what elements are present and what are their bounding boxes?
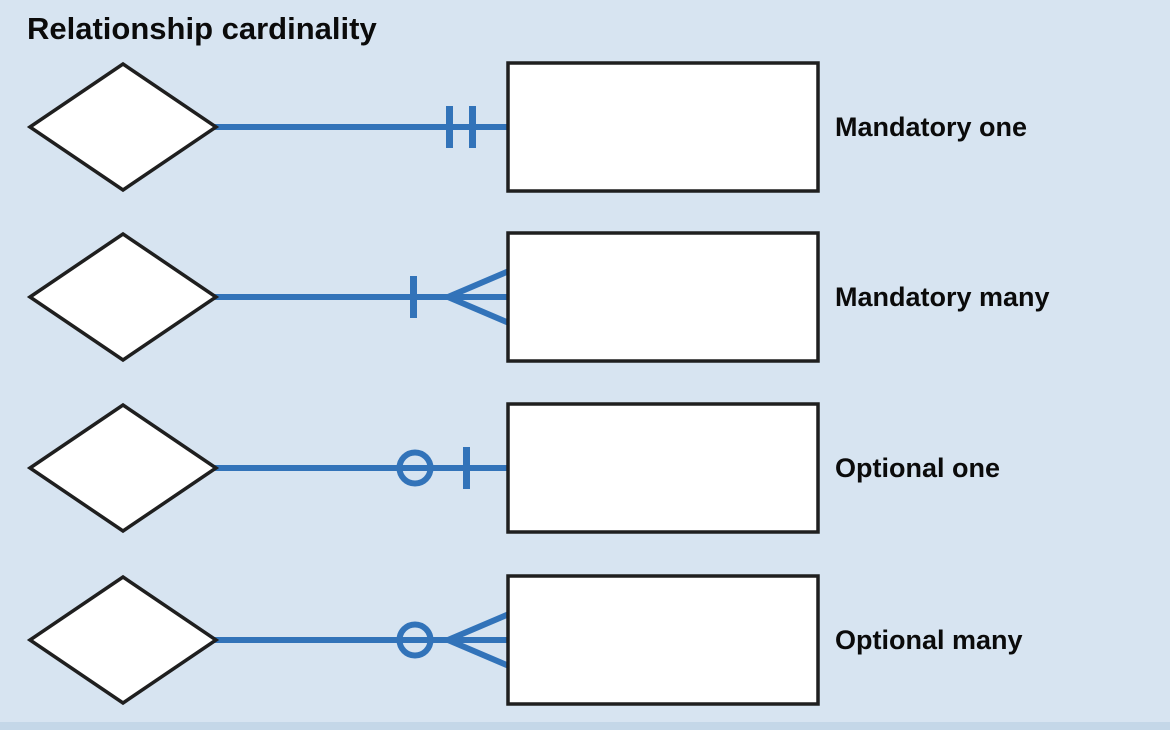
row-label: Mandatory many (835, 282, 1050, 312)
relationship-diamond (26, 61, 220, 193)
row-label: Optional many (835, 625, 1023, 655)
row-optional-one: Optional one (26, 402, 1000, 534)
relationship-diamond (26, 231, 220, 363)
mandatory-many-icon (410, 268, 511, 326)
relationship-diamond (26, 402, 220, 534)
row-mandatory-many: Mandatory many (26, 231, 1050, 363)
entity-rectangle (506, 61, 820, 193)
optional-many-icon (396, 611, 511, 669)
entity-rectangle (506, 402, 820, 534)
row-optional-many: Optional many (26, 574, 1023, 706)
diagram-title: Relationship cardinality (27, 11, 377, 46)
optional-one-icon (396, 447, 470, 489)
mandatory-one-icon (446, 106, 476, 148)
row-label: Mandatory one (835, 112, 1027, 142)
row-label: Optional one (835, 453, 1000, 483)
row-mandatory-one: Mandatory one (26, 61, 1027, 193)
entity-rectangle (506, 574, 820, 706)
bottom-edge-strip (0, 722, 1170, 730)
entity-rectangle (506, 231, 820, 363)
relationship-diamond (26, 574, 220, 706)
